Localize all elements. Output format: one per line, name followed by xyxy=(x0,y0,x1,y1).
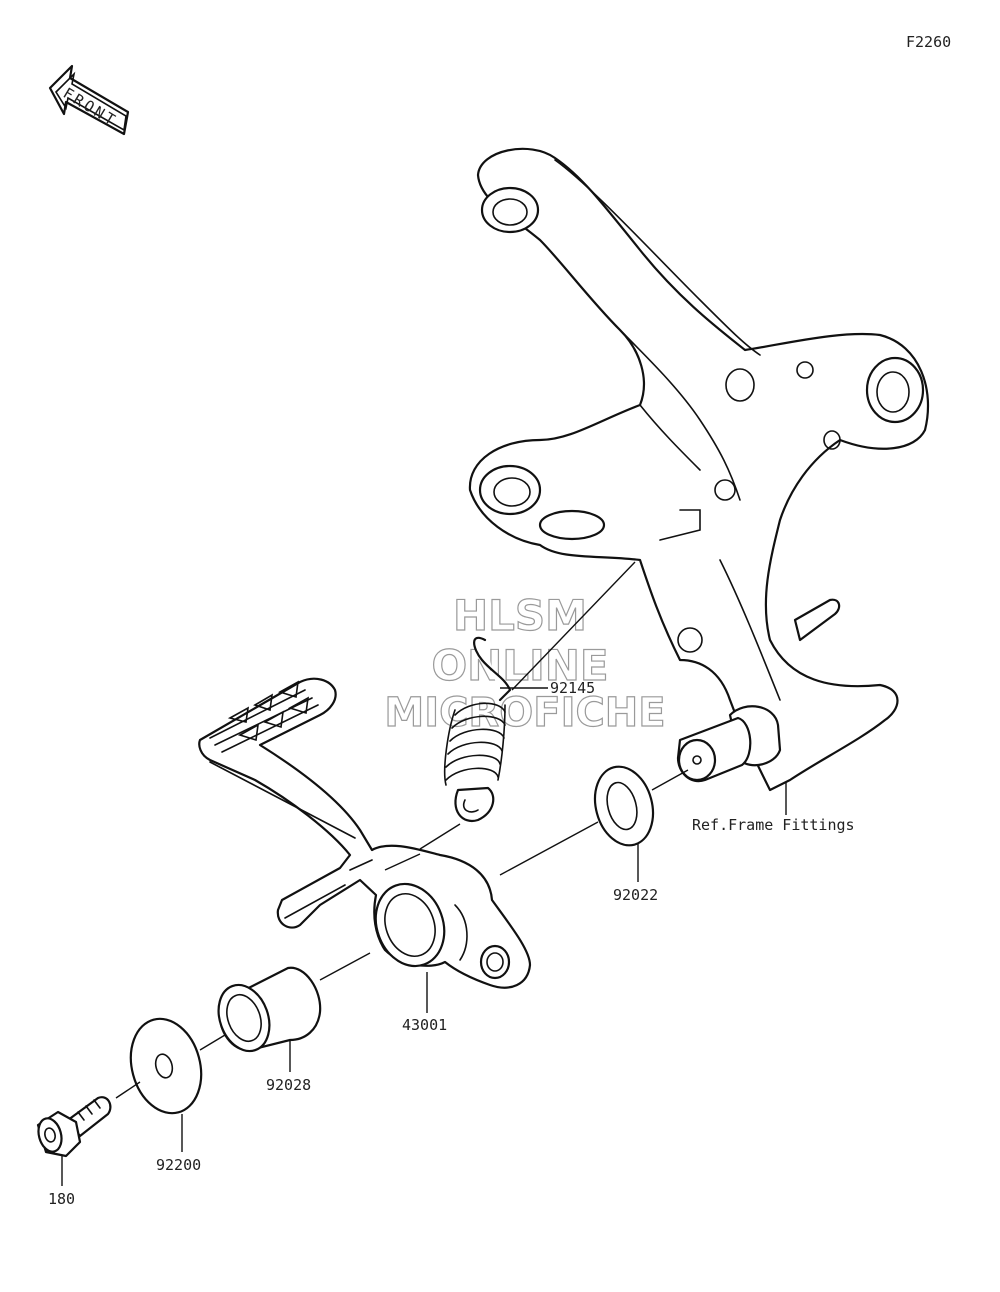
label-ref-frame-fittings: Ref.Frame Fittings xyxy=(692,816,855,834)
figure-code: F2260 xyxy=(906,33,951,51)
bolt-180 xyxy=(36,1096,112,1158)
washer-92022 xyxy=(593,765,655,847)
return-spring-92145 xyxy=(443,636,512,823)
label-92028: 92028 xyxy=(266,1076,311,1094)
frame-bracket xyxy=(468,147,930,792)
washer-92200 xyxy=(129,1017,203,1115)
watermark: HLSM ONLINE MICROFICHE xyxy=(384,590,666,736)
label-180: 180 xyxy=(48,1190,75,1208)
watermark-line-3: MICROFICHE xyxy=(384,690,665,736)
front-arrow-icon: FRONT xyxy=(48,64,130,136)
brake-pedal-43001 xyxy=(198,677,532,989)
label-92022: 92022 xyxy=(613,886,658,904)
label-43001: 43001 xyxy=(402,1016,447,1034)
assembly-axis-line xyxy=(115,561,689,1099)
bushing-92028 xyxy=(217,966,322,1053)
label-92145: 92145 xyxy=(550,679,595,697)
watermark-line-1: HLSM xyxy=(453,591,587,640)
label-92200: 92200 xyxy=(156,1156,201,1174)
